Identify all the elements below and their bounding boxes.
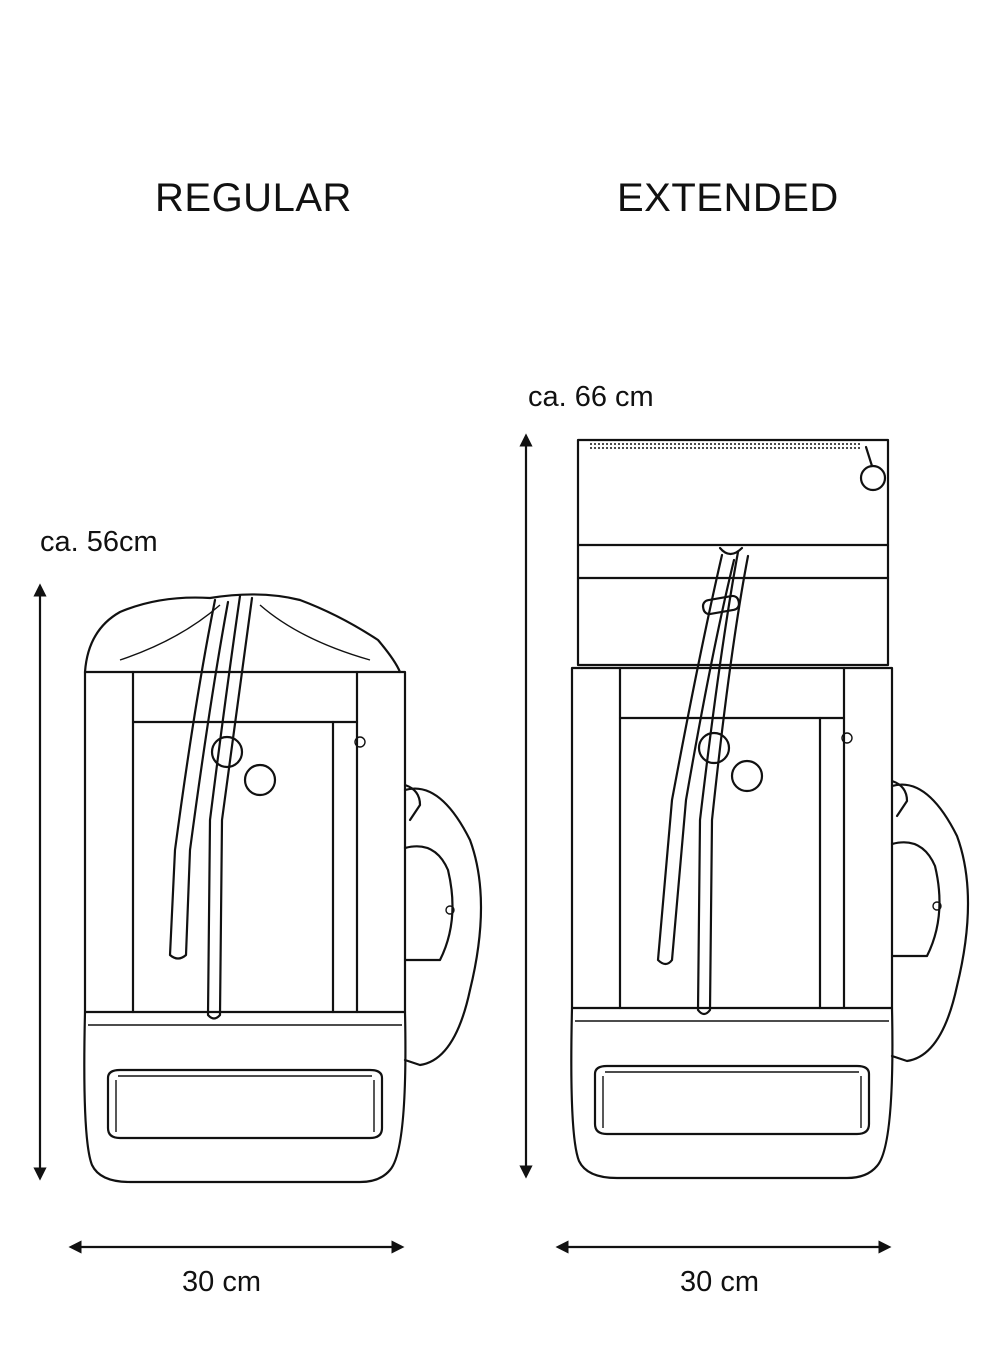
zipper	[590, 443, 860, 449]
extended-backpack-drawing	[570, 438, 970, 1180]
zipper-pull-icon	[859, 464, 887, 492]
cord	[656, 553, 736, 966]
extended-title: EXTENDED	[617, 176, 839, 220]
regular-backpack-drawing	[83, 593, 483, 1184]
drawstring-top	[83, 593, 402, 674]
regular-title: REGULAR	[155, 176, 352, 220]
regular-height-label: ca. 56cm	[40, 526, 158, 558]
roll-top-extension	[576, 438, 890, 667]
cord	[168, 598, 230, 960]
extended-height-label: ca. 66 cm	[528, 381, 654, 413]
regular-width-label: 30 cm	[182, 1266, 261, 1298]
extended-width-label: 30 cm	[680, 1266, 759, 1298]
